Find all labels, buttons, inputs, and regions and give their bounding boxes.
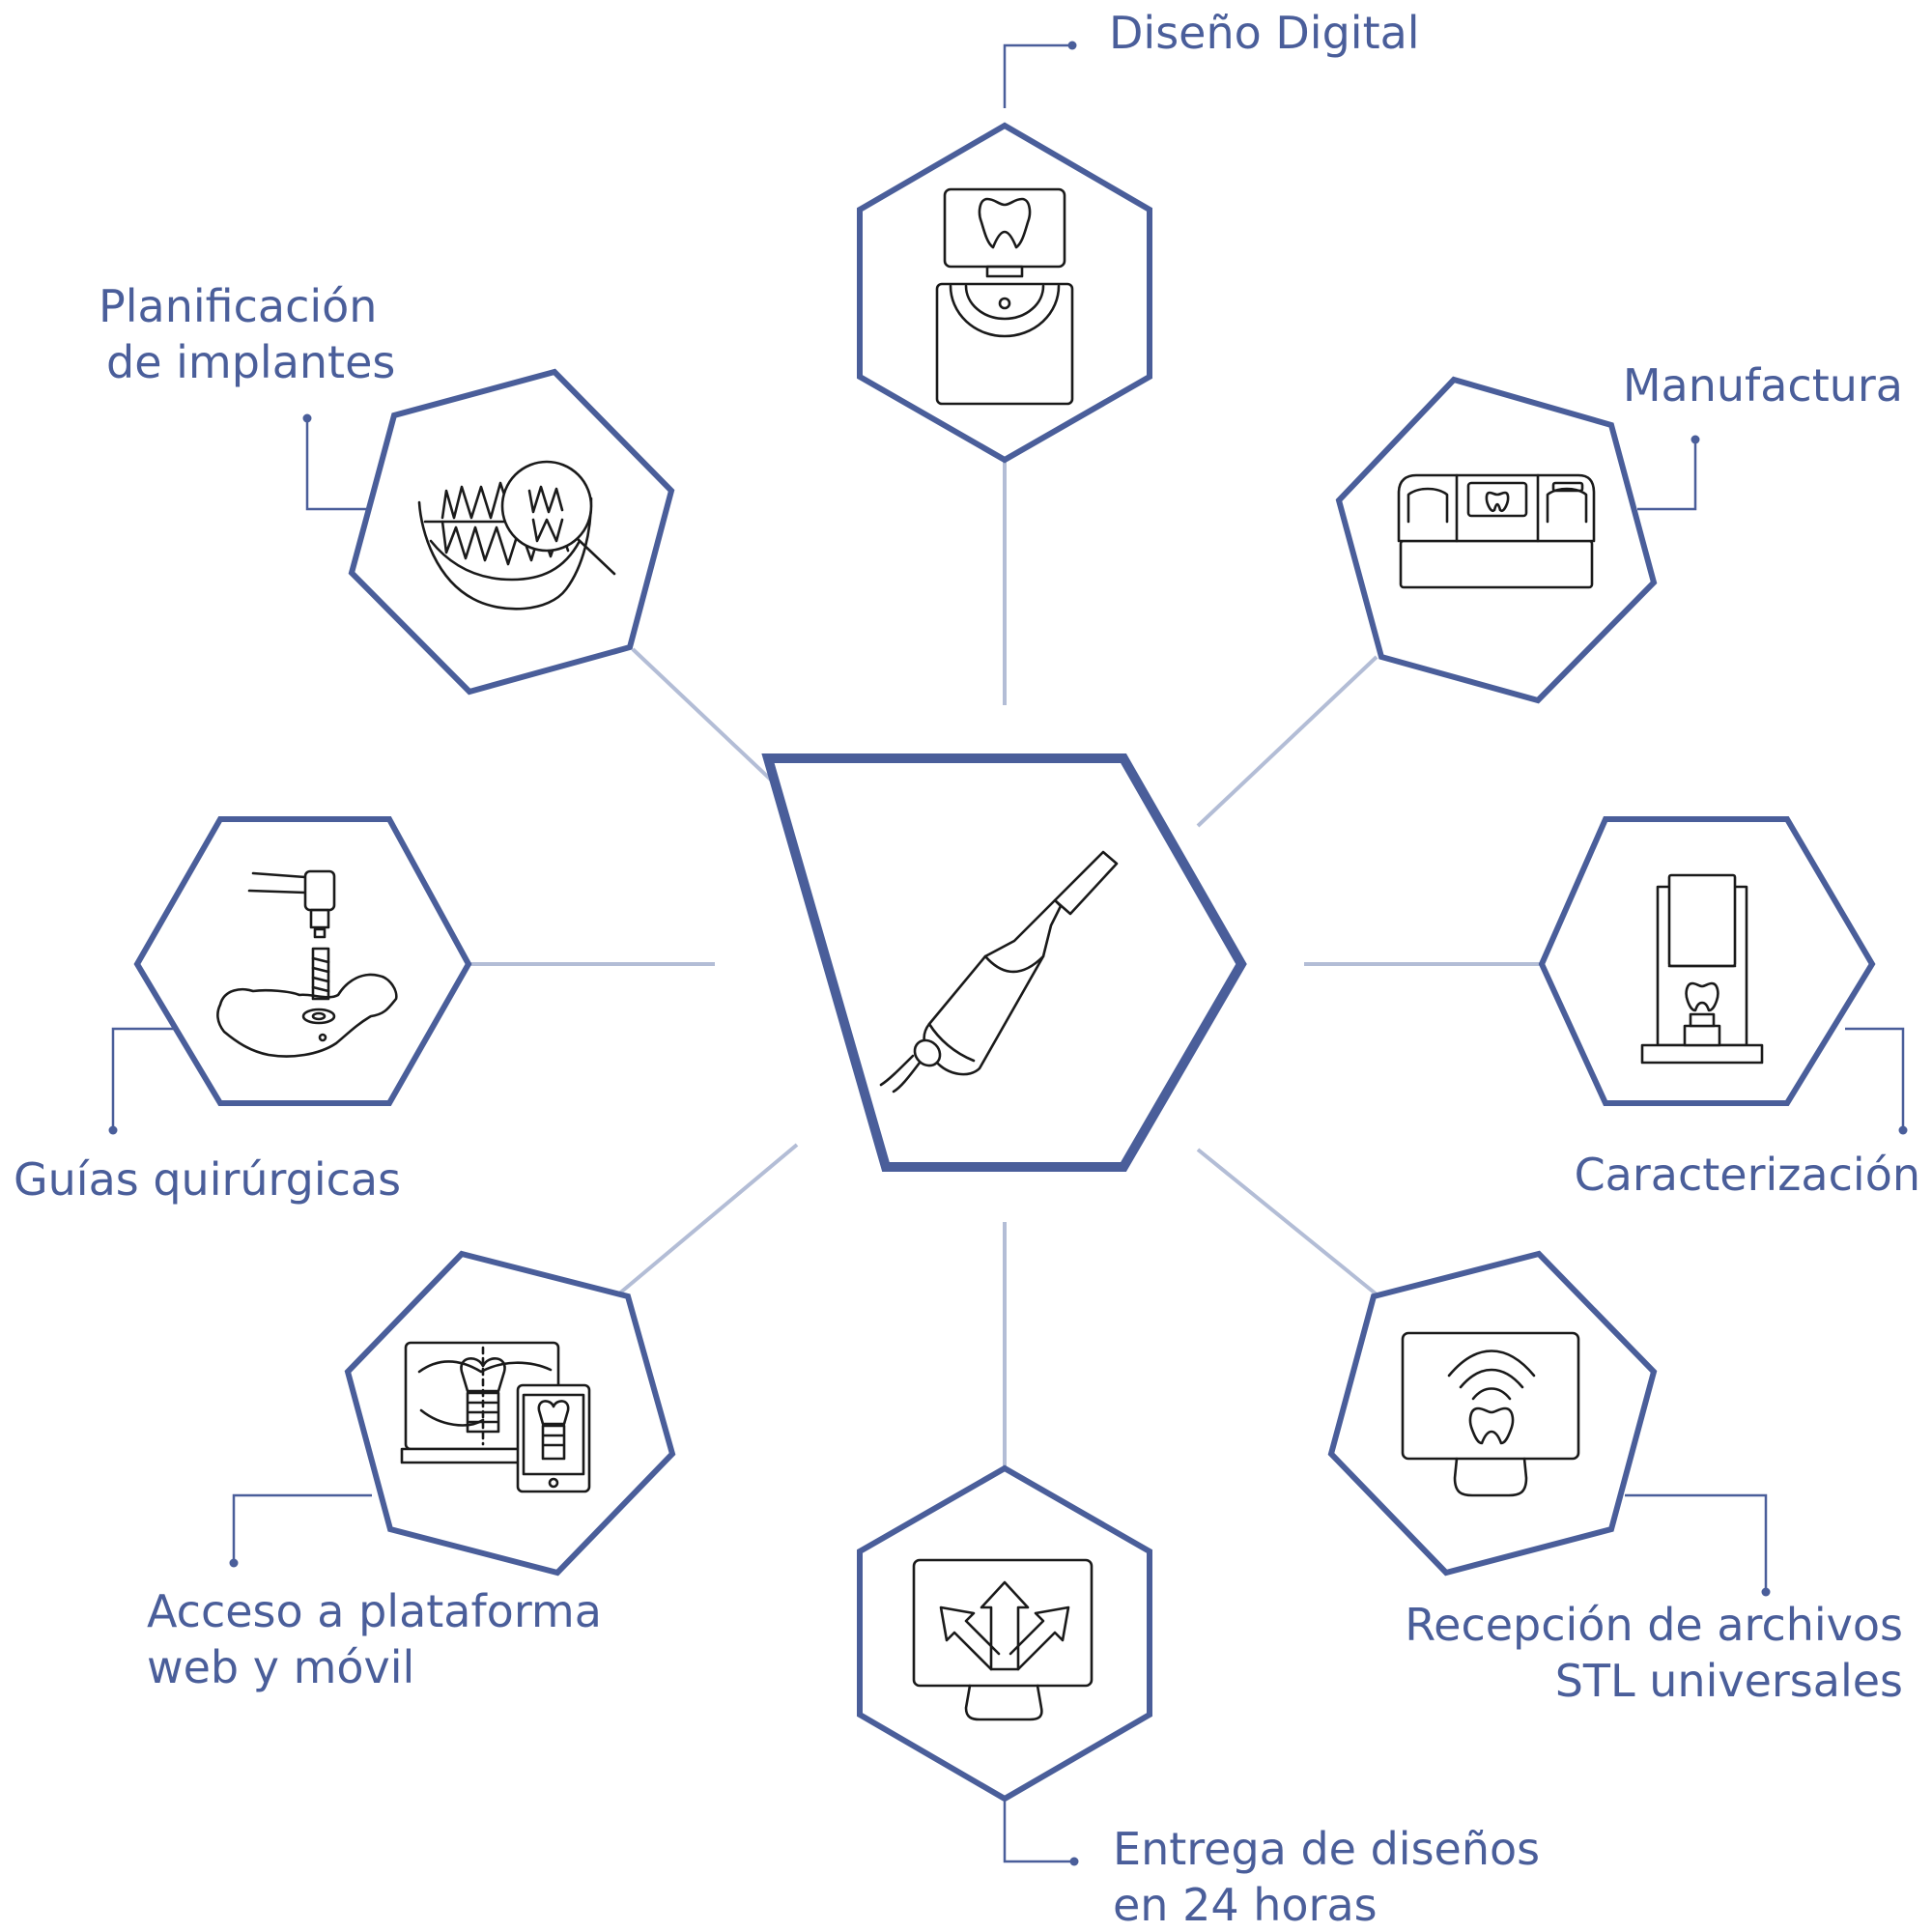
sintering-oven-icon xyxy=(1640,873,1764,1065)
label-planificacion-line1[interactable]: Planificación xyxy=(99,280,377,332)
leader-acceso xyxy=(232,1493,372,1563)
node-caracterizacion[interactable] xyxy=(1538,816,1876,1106)
label-guias[interactable]: Guías quirúrgicas xyxy=(14,1153,401,1206)
intraoral-scanner-icon xyxy=(879,850,1119,1094)
leader-entrega xyxy=(1003,1802,1074,1863)
leader-manufactura xyxy=(1637,440,1697,511)
wireless-monitor-tooth-icon xyxy=(1401,1331,1580,1497)
node-diseno-digital[interactable] xyxy=(857,122,1152,464)
label-recepcion-line2[interactable]: STL universales xyxy=(1555,1655,1903,1707)
dental-arch-magnifier-icon xyxy=(417,460,616,611)
leader-dot-diseno-digital xyxy=(1067,41,1077,50)
label-entrega-line2[interactable]: en 24 horas xyxy=(1113,1879,1378,1931)
node-planificacion[interactable] xyxy=(348,368,675,696)
leader-dot-planificacion xyxy=(302,413,312,423)
label-entrega-line1[interactable]: Entrega de diseños xyxy=(1113,1823,1540,1875)
labels: Diseño Digital Manufactura Caracterizaci… xyxy=(14,7,1920,1931)
label-acceso-line2[interactable]: web y móvil xyxy=(147,1641,414,1693)
leader-dot-guias xyxy=(108,1125,118,1135)
leader-caracterizacion xyxy=(1845,1027,1905,1130)
node-acceso[interactable] xyxy=(344,1250,676,1577)
leader-recepcion xyxy=(1625,1493,1768,1592)
leader-dot-manufactura xyxy=(1690,435,1700,444)
node-guias[interactable] xyxy=(133,816,472,1106)
milling-machine-icon xyxy=(1397,473,1596,589)
leader-diseno-digital xyxy=(1003,43,1072,108)
node-manufactura[interactable] xyxy=(1335,376,1658,704)
label-planificacion-line2[interactable]: de implantes xyxy=(106,336,395,388)
node-entrega[interactable] xyxy=(857,1464,1152,1803)
label-caracterizacion[interactable]: Caracterización xyxy=(1575,1149,1920,1201)
leader-guias xyxy=(111,1027,174,1130)
label-manufactura[interactable]: Manufactura xyxy=(1623,359,1903,412)
hexagon-guias xyxy=(133,816,472,1106)
label-acceso-line1[interactable]: Acceso a plataforma xyxy=(147,1585,602,1637)
spoke-recepcion xyxy=(1196,1148,1378,1296)
label-diseno-digital[interactable]: Diseño Digital xyxy=(1109,7,1420,59)
label-recepcion-line1[interactable]: Recepción de archivos xyxy=(1405,1599,1903,1651)
leader-dot-acceso xyxy=(229,1558,239,1568)
leaders xyxy=(108,41,1908,1866)
web-mobile-platform-icon xyxy=(400,1341,591,1493)
monitor-arrows-icon xyxy=(912,1558,1094,1721)
leader-dot-recepcion xyxy=(1761,1587,1771,1597)
design-monitor-scanner-icon xyxy=(935,187,1074,406)
leader-dot-entrega xyxy=(1069,1857,1079,1866)
leader-planificacion xyxy=(305,418,372,511)
spoke-manufactura xyxy=(1196,655,1378,828)
center-node xyxy=(761,753,1247,1172)
spokes xyxy=(469,454,1546,1468)
leader-dot-caracterizacion xyxy=(1898,1125,1908,1135)
surgical-guide-icon xyxy=(216,869,398,1058)
node-recepcion[interactable] xyxy=(1327,1250,1658,1577)
spoke-acceso xyxy=(616,1143,799,1296)
